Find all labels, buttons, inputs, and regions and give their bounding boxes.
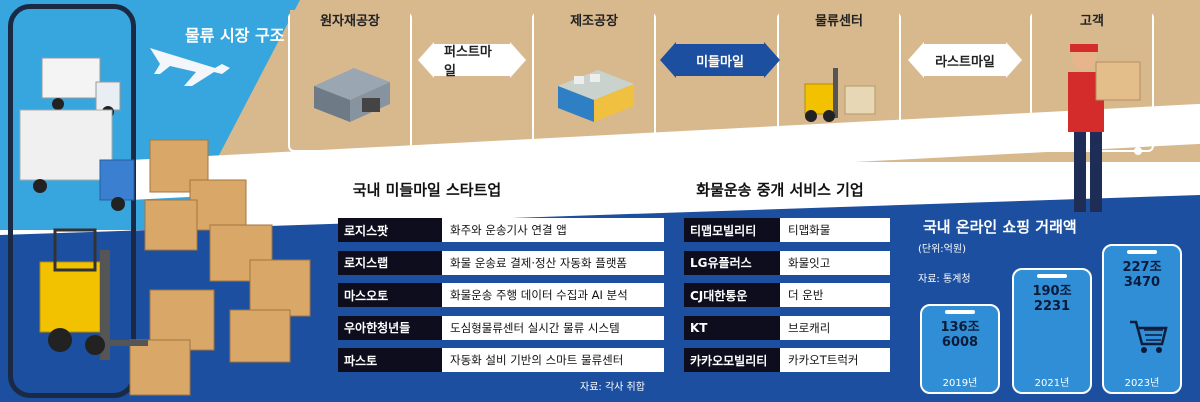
- company-name: CJ대한통운: [684, 283, 780, 307]
- table-row: 로지스랩 화물 운송료 결제·정산 자동화 플랫폼: [338, 250, 664, 275]
- phone-notch: [1127, 250, 1157, 254]
- chart-unit: (단위:억원): [918, 244, 966, 255]
- arrow-right-tip: [1006, 42, 1022, 78]
- stage-customer: 고객: [1030, 10, 1154, 212]
- table-row: KT 브로캐리: [684, 315, 890, 340]
- table-row: 카카오모빌리티 카카오T트럭커: [684, 348, 890, 372]
- service-name: 화물잇고: [780, 250, 890, 275]
- startup-table-header: 국내 미들마일 스타트업: [338, 176, 516, 202]
- arrow-left-tip: [908, 42, 924, 78]
- bar-value-label: 227조 3470: [1122, 260, 1162, 290]
- chart-bar: 136조 6008 2019년: [920, 304, 1000, 394]
- arrow-left-tip: [660, 42, 676, 78]
- company-desc: 도심형물류센터 실시간 물류 시스템: [442, 315, 664, 340]
- service-name: 티맵화물: [780, 218, 890, 242]
- logistics-illustration: [19, 48, 311, 396]
- forklift-icon: [804, 68, 876, 122]
- cargo-boxes: [129, 139, 311, 396]
- company-desc: 화물 운송료 결제·정산 자동화 플랫폼: [442, 250, 664, 275]
- stage-dot: [392, 147, 400, 155]
- table-source: 자료: 각사 취합: [580, 382, 645, 393]
- forklift-icon: [39, 228, 148, 360]
- company-desc: 화물운송 주행 데이터 수집과 AI 분석: [442, 283, 664, 307]
- container-truck-icon: [19, 109, 135, 211]
- company-name: LG유플러스: [684, 250, 780, 275]
- company-name: 우아한청년들: [338, 315, 442, 340]
- company-name: KT: [684, 315, 780, 340]
- stage-dot: [1134, 147, 1142, 155]
- bar-chart: 136조 6008 2019년 190조 2231 2021년 227조 3470 202…: [912, 240, 1196, 400]
- stage-raw-material-factory: 원자재공장: [288, 10, 412, 155]
- stage-logistics-center: 물류센터: [777, 10, 901, 155]
- phone-notch: [945, 310, 975, 314]
- last-mile-arrow: 라스트마일: [908, 40, 1022, 80]
- phone-frame: [8, 4, 136, 398]
- bar-category-label: 2023년: [1124, 378, 1160, 389]
- stage-dot: [881, 147, 889, 155]
- truck-icon: [41, 57, 121, 118]
- company-name: 로지스랩: [338, 250, 442, 275]
- company-name: 로지스팟: [338, 218, 442, 242]
- stage-label: 고객: [1032, 10, 1152, 29]
- shopping-cart-icon: [1130, 320, 1168, 353]
- arrow-left-tip: [418, 42, 434, 78]
- table-row: CJ대한통운 더 운반: [684, 283, 890, 307]
- company-desc: 자동화 설비 기반의 스마트 물류센터: [442, 348, 664, 372]
- company-name: 티맵모빌리티: [684, 218, 780, 242]
- middle-mile-arrow: 미들마일: [660, 40, 780, 80]
- arrow-label: 미들마일: [676, 44, 764, 76]
- bar-category-label: 2021년: [1034, 378, 1070, 389]
- chart-bar: 190조 2231 2021년: [1012, 268, 1092, 394]
- chart-source: 자료: 통계청: [918, 274, 971, 285]
- arrow-right-tip: [510, 42, 526, 78]
- arrow-label: 퍼스트마일: [434, 44, 510, 79]
- stage-label: 원자재공장: [290, 10, 410, 29]
- service-name: 더 운반: [780, 283, 890, 307]
- stage-label: 제조공장: [534, 10, 654, 29]
- bar-category-label: 2019년: [942, 378, 978, 389]
- company-desc: 화주와 운송기사 연결 앱: [442, 218, 664, 242]
- chart-bar: 227조 3470 2023년: [1102, 244, 1182, 394]
- table-row: 마스오토 화물운송 주행 데이터 수집과 AI 분석: [338, 283, 664, 307]
- airplane-icon: [150, 48, 230, 86]
- arrow-right-tip: [764, 42, 780, 78]
- phone-notch: [1037, 274, 1067, 278]
- table-row: 파스토 자동화 설비 기반의 스마트 물류센터: [338, 348, 664, 372]
- factory-icon: [558, 70, 634, 122]
- company-name: 카카오모빌리티: [684, 348, 780, 372]
- service-name: 카카오T트럭커: [780, 348, 890, 372]
- chart-title: 국내 온라인 쇼핑 거래액: [923, 218, 1077, 236]
- warehouse-icon: [314, 68, 390, 122]
- stage-dot: [636, 147, 644, 155]
- table-row: 티맵모빌리티 티맵화물: [684, 218, 890, 242]
- stage-label: 물류센터: [779, 10, 899, 29]
- bar-value-label: 190조 2231: [1032, 284, 1072, 314]
- freight-table-header: 화물운송 중개 서비스 기업: [684, 176, 876, 202]
- freight-table: 티맵모빌리티 티맵화물 LG유플러스 화물잇고 CJ대한통운 더 운반 KT 브…: [684, 218, 890, 381]
- stage-manufacturing-factory: 제조공장: [532, 10, 656, 155]
- bar-value-label: 136조 6008: [940, 320, 980, 350]
- section-title: 물류 시장 구조: [185, 26, 285, 45]
- delivery-person-icon: [1068, 44, 1141, 212]
- arrow-label: 라스트마일: [924, 44, 1006, 76]
- table-row: 로지스팟 화주와 운송기사 연결 앱: [338, 218, 664, 242]
- table-row: LG유플러스 화물잇고: [684, 250, 890, 275]
- company-name: 파스토: [338, 348, 442, 372]
- table-row: 우아한청년들 도심형물류센터 실시간 물류 시스템: [338, 315, 664, 340]
- startup-table: 로지스팟 화주와 운송기사 연결 앱 로지스랩 화물 운송료 결제·정산 자동화…: [338, 218, 664, 381]
- company-name: 마스오토: [338, 283, 442, 307]
- first-mile-arrow: 퍼스트마일: [418, 40, 526, 80]
- service-name: 브로캐리: [780, 315, 890, 340]
